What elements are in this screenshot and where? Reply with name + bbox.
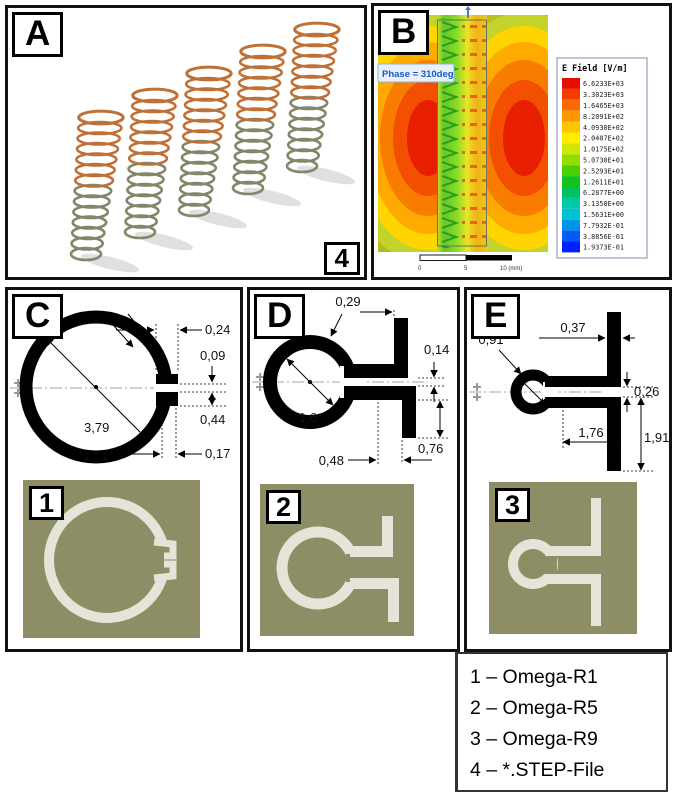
dim-tab-width [128, 408, 202, 458]
swatch [562, 241, 580, 253]
dimension-drawing-omega-r9: 0,91 0,37 0,26 1,76 [469, 312, 669, 472]
dim-bar-length [623, 397, 655, 472]
key-item-omega-r9: 3 – Omega-R9 [470, 728, 598, 750]
dim-label: 0,44 [200, 412, 225, 427]
dim-gap [623, 372, 653, 412]
efield-legend: E Field [V/m] 6.6233E+03 3.3023E+03 1.64… [556, 57, 648, 259]
panel-c-label: C [12, 294, 64, 339]
dim-label: 0,48 [319, 453, 344, 468]
dim-label: 0,29 [335, 294, 360, 309]
dim-diameter-line [286, 358, 334, 406]
legend-value: 3.3023E+03 [583, 91, 624, 99]
key-item-omega-r5: 2 – Omega-R5 [470, 697, 598, 719]
swatch [562, 154, 580, 166]
legend-rows: 6.6233E+03 3.3023E+03 1.6465E+03 8.2091E… [562, 78, 624, 253]
swatch [562, 78, 580, 89]
dim-label: 1,91 [644, 430, 669, 445]
dim-label: 0,14 [424, 342, 449, 357]
scale-tick-5: 5 [464, 266, 468, 272]
dim-label: 3,79 [84, 420, 109, 435]
legend-value: 3.1350E+00 [583, 200, 624, 208]
dim-arm-length [562, 410, 622, 448]
phase-label: Phase = 310deg [377, 63, 455, 83]
scale-tick-0: 0 [418, 266, 422, 272]
dim-gap [180, 366, 226, 393]
legend-value: 5.0730E+01 [583, 157, 624, 165]
photo-number-badge: 2 [266, 490, 302, 525]
panel-c: C 0,24 [5, 287, 243, 652]
swatch [562, 88, 580, 100]
dimension-drawing-omega-r5: 0,29 0,14 1,6 0,76 [252, 294, 449, 468]
legend-value: 2.0407E+02 [583, 135, 624, 143]
datum-symbol-icon [256, 373, 264, 391]
legend-value: 6.6233E+03 [583, 80, 624, 88]
key-box: 1 – Omega-R1 2 – Omega-R5 3 – Omega-R9 4… [455, 652, 668, 792]
dim-tab-height [180, 392, 226, 407]
dim-label: 0,17 [205, 446, 230, 461]
dim-label: 1,76 [578, 425, 603, 440]
legend-value: 1.6465E+03 [583, 102, 624, 110]
dim-label: 0,24 [205, 322, 230, 337]
dim-label: 1,6 [299, 410, 317, 425]
photo-number-badge: 1 [29, 486, 65, 521]
legend-value: 6.2877E+00 [583, 189, 624, 197]
photo-number-badge: 3 [495, 488, 531, 523]
panel-a: A 4 [5, 5, 367, 280]
dim-label: 0,76 [418, 441, 443, 456]
efield-legend-title: E Field [V/m] [562, 63, 628, 73]
legend-value: 1.0175E+02 [583, 146, 624, 154]
panel-a-label: A [12, 12, 64, 57]
excitation-arrow-icon [465, 6, 471, 18]
photo-omega-r1: 1 [23, 480, 200, 638]
dim-thickness [330, 308, 395, 337]
swatch [562, 208, 580, 220]
legend-value: 8.2091E+02 [583, 113, 624, 121]
panel-b-label: B [378, 10, 430, 55]
datum-symbol-icon [473, 383, 481, 401]
photo-omega-r9: 3 [489, 482, 637, 634]
panel-e-label: E [471, 294, 521, 339]
legend-value: 3.8856E-01 [583, 233, 624, 241]
scale-tick-10: 10 (mm) [500, 266, 522, 272]
dim-label: 0,09 [200, 348, 225, 363]
dim-stub-length [418, 399, 448, 439]
photo-omega-r5: 2 [260, 484, 414, 636]
dim-gap [418, 362, 446, 402]
swatch [562, 165, 580, 177]
key-item-step-file: 4 – *.STEP-File [470, 759, 605, 781]
dim-diameter [498, 349, 548, 407]
panel-d-label: D [254, 294, 306, 339]
swatch [562, 197, 580, 209]
dimension-drawing-omega-r1: 0,24 0,09 0,44 3,79 [10, 310, 230, 464]
panel-e: E 0,91 0,37 [464, 287, 672, 652]
swatch [562, 121, 580, 133]
dim-arm-length [348, 402, 432, 464]
dim-label: 0,37 [560, 320, 585, 335]
step-file-badge: 4 [323, 241, 360, 275]
legend-value: 1.9373E-01 [583, 244, 624, 252]
panel-b: B [371, 3, 672, 280]
swatch [562, 110, 580, 122]
scale-bar: 0 5 10 (mm) [418, 254, 522, 272]
key-item-omega-r1: 1 – Omega-R1 [470, 666, 598, 688]
dim-label: 0,26 [634, 384, 659, 399]
legend-value: 4.0930E+02 [583, 124, 624, 132]
field-simulation: Phase = 310deg 0 5 10 (mm) E Field [V/m]… [377, 6, 648, 272]
swatch [562, 219, 580, 231]
swatch [562, 143, 580, 155]
panel-d: D 0,29 [247, 287, 460, 652]
swatch [562, 187, 580, 198]
legend-value: 2.5293E+01 [583, 167, 624, 175]
phase-text: Phase = 310deg [382, 69, 454, 80]
legend-value: 1.5631E+00 [583, 211, 624, 219]
legend-value: 1.2611E+01 [583, 178, 624, 186]
legend-value: 7.7932E-01 [583, 222, 624, 230]
swatch [562, 99, 580, 111]
swatch [562, 176, 580, 187]
swatch [562, 132, 580, 144]
swatch [562, 230, 580, 242]
